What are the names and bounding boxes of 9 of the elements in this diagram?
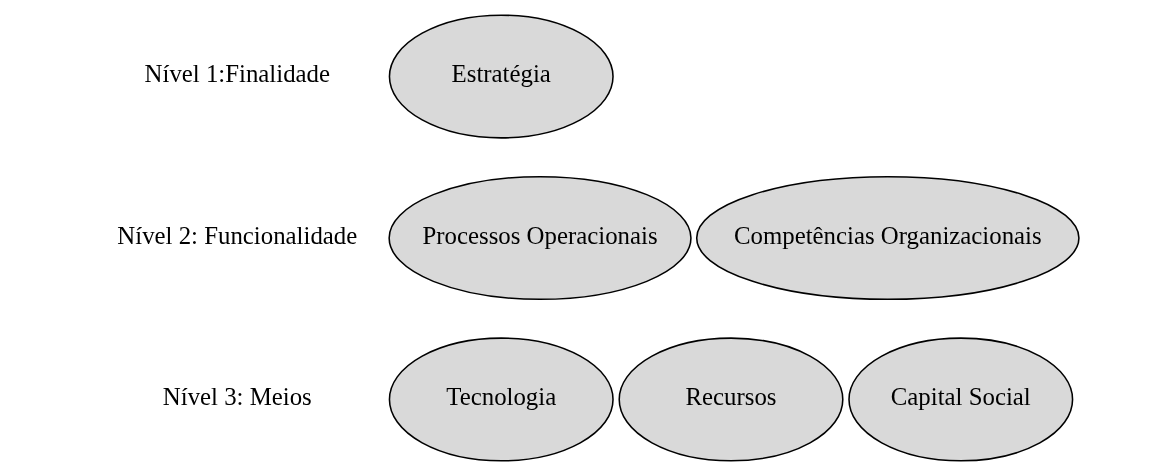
label: Nível 1:Finalidade xyxy=(144,59,331,87)
label: Nível 3: Meios xyxy=(162,382,312,410)
node-ellipse: Recursos xyxy=(618,336,844,462)
node-ellipse: Capital Social xyxy=(848,336,1074,462)
label: Nível 2: Funcionalidade xyxy=(117,221,358,249)
node-ellipse: Estratégia xyxy=(388,13,614,139)
node-ellipse: Processos Operacionais xyxy=(388,175,692,300)
node-ellipse: Competências Organizacionais xyxy=(695,175,1080,300)
node-ellipse: Tecnologia xyxy=(388,336,614,462)
